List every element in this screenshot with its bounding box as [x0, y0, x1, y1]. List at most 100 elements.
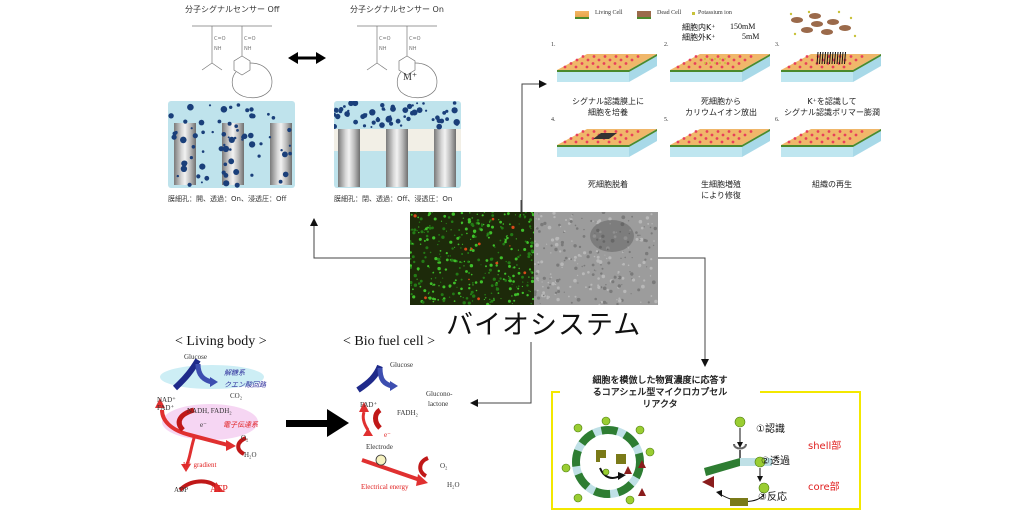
membrane-pore-on-diagram [334, 101, 461, 188]
shell-label: shell部 [808, 441, 842, 452]
lb-electron: e⁻ [200, 421, 207, 429]
metal-ion-label: M⁺ [403, 72, 418, 83]
cell-step-2: 2.死細胞からカリウムイオン放出 [664, 42, 776, 117]
lb-etc: 電子伝達系 [223, 421, 258, 429]
phase-contrast-micrograph [534, 212, 658, 305]
molecule-structure-off: C=O NH C=O NH [192, 25, 273, 99]
cell-step-6: 6. 組織の再生 [775, 117, 887, 189]
cell-step-5: 5. 生細胞増殖により修復 [664, 117, 776, 200]
double-arrow-icon [288, 52, 326, 64]
sensor-off-title: 分子シグナルセンサー Off [185, 5, 280, 14]
sensor-on-caption: 膜細孔：閉、透過：Off、浸透圧：On [334, 195, 453, 203]
step-caption-line: 死細胞から [701, 97, 741, 106]
cell-step-1: 1. シグナル認識膜上に細胞を培養 [551, 42, 663, 117]
step-number: 4. [551, 117, 556, 123]
fluorescence-micrograph [410, 212, 534, 305]
bio-fuel-cell-title: < Bio fuel cell > [343, 334, 435, 349]
step-permeation-label: ②透過 [761, 456, 790, 467]
bfc-o2: O₂ [440, 462, 448, 470]
step-number: 6. [775, 117, 780, 123]
bfc-electron: e⁻ [384, 431, 391, 439]
microcapsule-title-line-3: リアクタ [642, 400, 678, 410]
lb-o2: O₂ [241, 434, 249, 442]
dead-cell-icon [637, 11, 651, 19]
capsule-mechanism-diagram [702, 416, 772, 506]
step-caption-line: K⁺を認識して [807, 97, 857, 106]
step-number: 1. [551, 42, 556, 48]
sensor-on-title: 分子シグナルセンサー On [350, 5, 444, 14]
bfc-gluconolactone-1: Glucono- [426, 390, 453, 398]
dead-cell-debris [789, 10, 857, 38]
arrow-to-microcapsule [658, 257, 709, 367]
legend-living-cell: Living Cell [595, 10, 623, 16]
step-caption-line: により修復 [701, 191, 741, 200]
living-cell-icon [575, 11, 589, 19]
svg-text:C=O: C=O [409, 36, 421, 42]
lb-citric-cycle: クエン酸回路 [224, 381, 266, 389]
cell-step-4: 4. 死細胞脱着 [551, 117, 663, 189]
potassium-ion-icon [692, 12, 695, 15]
tissue-membrane-illustration [781, 51, 881, 82]
legend-dead-cell: Dead Cell [657, 10, 682, 16]
microcapsule-title-line-2: るコアシェル型マイクロカプセル [592, 388, 728, 398]
svg-text:NH: NH [379, 46, 387, 52]
step-recognition-label: ①認識 [756, 424, 785, 435]
step-caption-line: 細胞を培養 [588, 108, 628, 117]
lightbulb-icon [375, 454, 387, 466]
lb-adp: ADP [174, 486, 189, 494]
big-right-arrow-icon [286, 409, 349, 437]
step-reaction-label: ③反応 [758, 492, 787, 503]
cell-step-3: 3. K⁺を認識してシグナル認識ポリマー膨潤 [775, 10, 887, 117]
center-title: バイオシステム [446, 310, 642, 341]
intracellular-k-label: 細胞内K⁺ [682, 23, 716, 32]
lb-atp: ATP [210, 484, 228, 495]
step-caption-line: 死細胞脱着 [588, 180, 628, 189]
step-caption-line: 生細胞増殖 [701, 180, 741, 189]
step-caption-line: 組織の再生 [812, 180, 852, 189]
bfc-glucose: Glucose [390, 361, 413, 369]
step-number: 5. [664, 117, 669, 123]
step-caption-line: シグナル認識ポリマー膨潤 [784, 108, 880, 117]
lb-nadh: NADH, FADH₂ [187, 407, 232, 415]
bfc-electrode: Electrode [366, 443, 393, 451]
svg-text:NH: NH [214, 46, 222, 52]
lb-h2o: H₂O [244, 451, 257, 459]
extracellular-k-label: 細胞外K⁺ [682, 33, 716, 42]
svg-text:C=O: C=O [214, 36, 226, 42]
lb-glycolysis: 解糖系 [224, 369, 245, 377]
core-label: core部 [808, 482, 840, 493]
arrow-to-cell-panel [521, 80, 547, 212]
extracellular-k-value: 5mM [742, 32, 760, 41]
arrow-to-sensor-panel [310, 218, 410, 259]
lb-glucose: Glucose [184, 353, 207, 361]
bio-fuel-cell-diagram [356, 364, 429, 486]
tissue-membrane-illustration [670, 129, 770, 157]
tissue-membrane-illustration [557, 54, 657, 82]
step-caption-line: シグナル認識膜上に [572, 97, 644, 106]
tissue-membrane-illustration [670, 54, 770, 82]
step-caption-line: カリウムイオン放出 [685, 108, 757, 117]
bfc-fadh2: FADH₂ [397, 409, 418, 417]
svg-text:NH: NH [244, 46, 252, 52]
living-body-title: < Living body > [175, 334, 267, 349]
svg-text:C=O: C=O [244, 36, 256, 42]
living-body-diagram [155, 358, 264, 492]
step-number: 3. [775, 42, 780, 48]
tissue-membrane-illustration [781, 129, 881, 157]
bfc-gluconolactone-2: lactone [428, 400, 449, 408]
tissue-membrane-illustration [557, 129, 657, 157]
membrane-pore-off-diagram [168, 101, 295, 188]
microcapsule-title: 細胞を模倣した物質濃度に応答す るコアシェル型マイクロカプセル リアクタ [560, 375, 760, 411]
lb-co2: CO₂ [230, 392, 243, 400]
bfc-fad: FAD⁺ [360, 401, 378, 409]
sensor-off-caption: 膜細孔：開、透過：On、浸透圧：Off [168, 195, 287, 203]
svg-text:C=O: C=O [379, 36, 391, 42]
arrow-to-bio-fuel-cell [470, 342, 532, 407]
bfc-electrical-energy: Electrical energy [361, 483, 409, 491]
lb-h-gradient: H⁺ gradient [183, 461, 217, 469]
bfc-h2o: H₂O [447, 481, 460, 489]
lb-nad: NAD⁺ [157, 396, 176, 404]
microcapsule-title-line-1: 細胞を模倣した物質濃度に応答す [592, 376, 728, 386]
